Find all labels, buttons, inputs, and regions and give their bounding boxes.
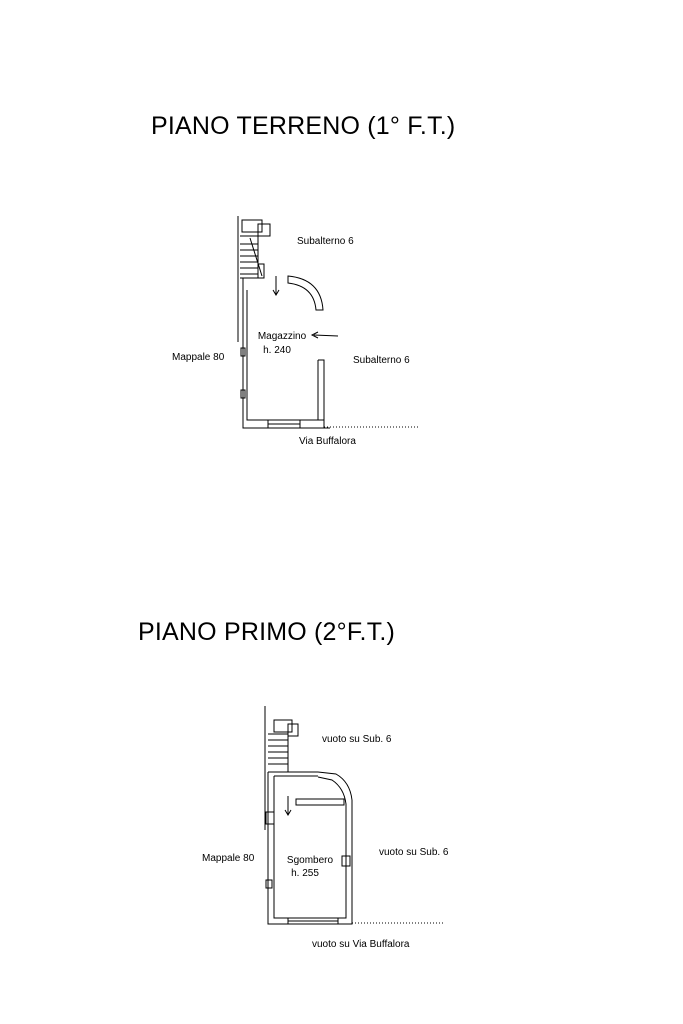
first-partition <box>295 798 345 806</box>
first-outer-wall <box>267 771 353 925</box>
first-floor-plan <box>264 706 444 925</box>
ground-room-name: Magazzino <box>257 331 307 342</box>
ground-pointer-arrow <box>313 334 339 337</box>
ground-label-subalterno-top: Subalterno 6 <box>297 236 354 247</box>
ground-label-mappale: Mappale 80 <box>172 352 225 363</box>
ground-curved-wall <box>287 275 324 311</box>
first-label-street: vuoto su Via Buffalora <box>312 939 410 950</box>
ground-staircase <box>240 219 271 279</box>
ground-floor-plan <box>237 216 420 429</box>
ground-room-height: h. 240 <box>263 345 291 356</box>
first-room-name: Sgombero <box>286 855 334 866</box>
first-floor-title: PIANO PRIMO (2°F.T.) <box>138 618 396 646</box>
first-staircase <box>268 719 299 772</box>
first-inner-wall <box>273 776 347 919</box>
ground-floor-title: PIANO TERRENO (1° F.T.) <box>151 112 456 140</box>
first-label-void-top: vuoto su Sub. 6 <box>322 734 392 745</box>
first-room-height: h. 255 <box>291 868 319 879</box>
first-label-void-right: vuoto su Sub. 6 <box>379 847 449 858</box>
ground-label-street: Via Buffalora <box>299 436 356 447</box>
ground-right-wall <box>318 359 325 428</box>
ground-inner-wall <box>246 290 324 421</box>
ground-label-subalterno-right: Subalterno 6 <box>353 355 410 366</box>
ground-outer-wall <box>242 278 330 429</box>
first-label-mappale: Mappale 80 <box>202 853 255 864</box>
